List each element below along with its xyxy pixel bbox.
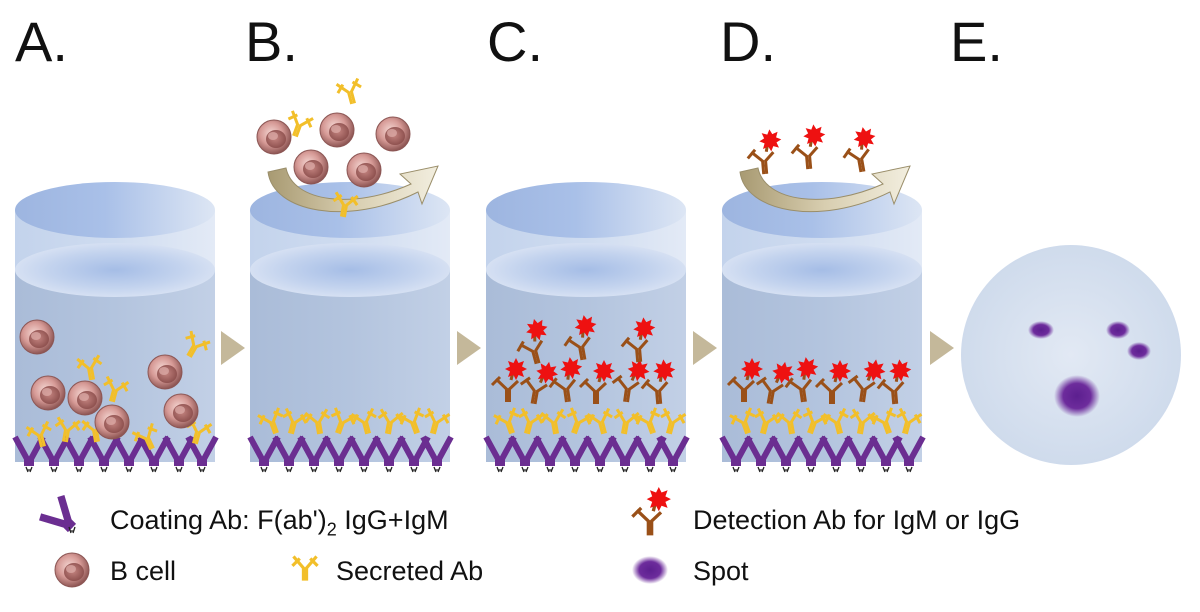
secreted-antibody-icon	[290, 554, 320, 583]
step-label-c: C.	[487, 10, 543, 73]
spot	[1054, 375, 1100, 417]
step-label-b: B.	[245, 10, 298, 73]
legend-secreted-label: Secreted Ab	[336, 556, 484, 586]
detection-antibody-icon	[630, 485, 673, 538]
spot	[1106, 321, 1130, 339]
well-c	[486, 182, 687, 472]
b-cell-icon	[54, 552, 90, 588]
coating-antibody-icon	[39, 495, 77, 533]
membrane-e	[961, 245, 1181, 465]
well-b	[250, 182, 451, 472]
step-arrow-icon	[930, 331, 954, 365]
step-arrow-icon	[457, 331, 481, 365]
legend-coating-sub: 2	[326, 519, 337, 540]
step-arrow-icon	[221, 331, 245, 365]
spot	[1127, 342, 1151, 360]
well-d	[722, 182, 923, 472]
legend-coating-label: Coating Ab: F(ab')2 IgG+IgM	[110, 505, 449, 540]
well-a	[15, 182, 216, 472]
legend-coating-main: Coating Ab: F(ab')	[110, 505, 327, 535]
step-arrow-icon	[693, 331, 717, 365]
legend-spot-label: Spot	[693, 556, 749, 586]
step-label-a: A.	[15, 10, 68, 73]
step-label-d: D.	[720, 10, 776, 73]
legend-detection-label: Detection Ab for IgM or IgG	[693, 505, 1021, 535]
legend-coating-suffix: IgG+IgM	[336, 505, 449, 535]
coating-antibody-icon-base	[68, 526, 76, 534]
legend-bcell-label: B cell	[110, 556, 177, 586]
spot	[1028, 321, 1054, 339]
step-label-e: E.	[950, 10, 1003, 73]
spot-icon	[632, 556, 668, 584]
